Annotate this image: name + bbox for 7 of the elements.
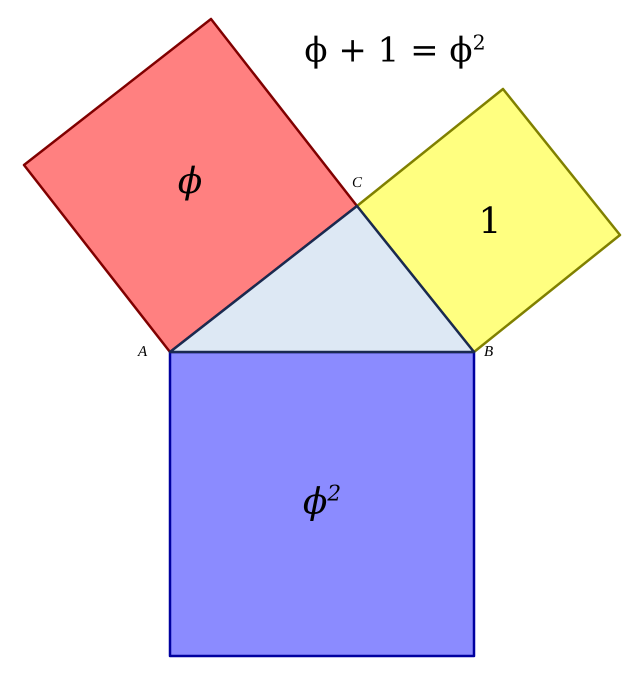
vertex-label: B [484, 345, 494, 360]
area-label: ϕ [178, 164, 202, 200]
vertex-label: C [352, 176, 362, 191]
area-label: ϕ$^{2}$ [302, 484, 342, 520]
area-label: 1 [478, 204, 502, 240]
equation-title: ϕ + 1 = ϕ$^{2}$ [304, 32, 486, 68]
vertex-label: A [138, 345, 148, 360]
